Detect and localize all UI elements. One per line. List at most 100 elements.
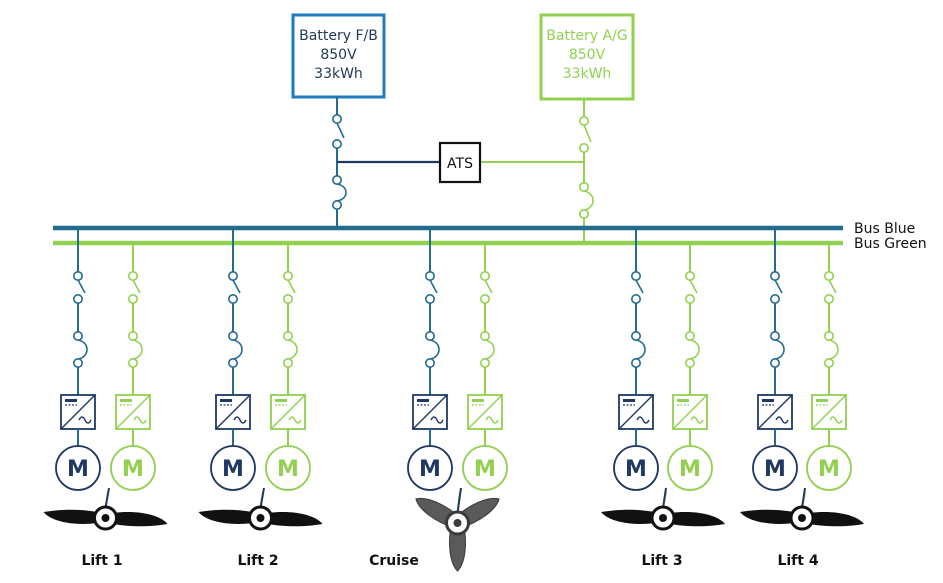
rotor-hub-center [256, 514, 265, 522]
motor-icon: M [667, 445, 713, 491]
motor-label: M [122, 457, 144, 482]
breaker-blade [287, 279, 296, 294]
breaker-switch [823, 270, 837, 304]
breaker-blade [774, 279, 783, 294]
inverter-icon [412, 394, 448, 430]
breaker-switch [769, 270, 783, 304]
breaker-contact [479, 270, 490, 281]
breaker-contact [331, 114, 342, 125]
rotor-blade [601, 509, 655, 524]
fuse-contact [424, 330, 435, 341]
fuse [331, 175, 347, 211]
propeller-hub-center [453, 519, 462, 527]
fuse [578, 182, 594, 220]
propeller-blade [449, 522, 466, 572]
fuse-contact [73, 357, 84, 368]
fuse-link [828, 339, 839, 360]
breaker-blade [232, 279, 241, 294]
motor-circle [110, 445, 156, 491]
fuse [684, 330, 700, 368]
breaker-contact [424, 293, 435, 304]
inverter-diagonal [215, 394, 251, 430]
motor-circle [462, 445, 508, 491]
fuse [479, 330, 495, 368]
breaker-contact [128, 270, 139, 281]
breaker-switch [331, 114, 345, 150]
lift-rotor-icon [198, 505, 323, 531]
motor-label: M [474, 457, 496, 482]
breaker-contact [73, 270, 84, 281]
fuse-contact [578, 182, 589, 193]
unit-label: Lift 1 [81, 553, 122, 569]
fuse-contact [331, 200, 342, 211]
breaker-switch [282, 270, 296, 304]
inverter-icon [467, 394, 503, 430]
breaker-contact [282, 293, 293, 304]
rotor-hub-center [798, 514, 806, 522]
inverter-icon [757, 394, 793, 430]
breaker-blade [132, 279, 141, 294]
motor-shaft [259, 487, 265, 509]
unit-label: Lift 4 [777, 553, 818, 569]
breaker-blade [484, 279, 493, 294]
inverter-ac-wave [288, 416, 302, 424]
cruise-propeller-icon [415, 497, 500, 572]
fuse-contact [479, 330, 490, 341]
rotor-hub-center [101, 514, 110, 522]
fuse-contact [479, 357, 490, 368]
breaker-contact [479, 293, 490, 304]
breaker-contact [823, 293, 834, 304]
inverter-icon [215, 394, 251, 430]
fuse-contact [424, 357, 435, 368]
inverter-icon [811, 394, 847, 430]
inverter-ac-wave [829, 416, 843, 424]
fuse [823, 330, 839, 368]
breaker-blade [689, 279, 698, 294]
fuse-link [232, 339, 243, 360]
unit-label: Lift 3 [641, 553, 682, 569]
motor-icon: M [806, 445, 852, 491]
battery-label-line: Battery A/G [546, 28, 627, 44]
motor-label: M [419, 457, 441, 482]
battery-label-line: 850V [569, 47, 606, 63]
inverter-diagonal [467, 394, 503, 430]
breaker-contact [578, 143, 589, 154]
fuse-link [484, 339, 495, 360]
inverter-ac-wave [636, 416, 650, 424]
inverter-ac-wave [133, 416, 147, 424]
battery-label-line: Battery F/B [299, 28, 378, 44]
fuse-link [77, 339, 88, 360]
breaker-contact [424, 270, 435, 281]
breaker-blade [429, 279, 438, 294]
motor-circle [667, 445, 713, 491]
fuse-link [689, 339, 700, 360]
fuse-link [132, 339, 143, 360]
inverter-icon [60, 394, 96, 430]
breaker-contact [128, 293, 139, 304]
fuse-link [583, 190, 594, 211]
motor-circle [407, 445, 453, 491]
motor-label: M [625, 457, 647, 482]
rotor-blade [740, 509, 794, 524]
unit-label: Lift 2 [237, 553, 278, 569]
rotor-blade [671, 512, 725, 527]
fuse [282, 330, 298, 368]
motor-circle [613, 445, 659, 491]
fuse [228, 330, 243, 368]
fuse-contact [630, 330, 641, 341]
inverter-icon [672, 394, 708, 430]
motor-icon: M [210, 445, 256, 491]
breaker-contact [684, 270, 695, 281]
motor-shaft [456, 487, 462, 514]
motor-icon: M [407, 445, 453, 491]
breaker-switch [479, 270, 493, 304]
inverter-diagonal [115, 394, 151, 430]
fuse-contact [282, 357, 293, 368]
inverter-dc-mark [417, 399, 429, 402]
